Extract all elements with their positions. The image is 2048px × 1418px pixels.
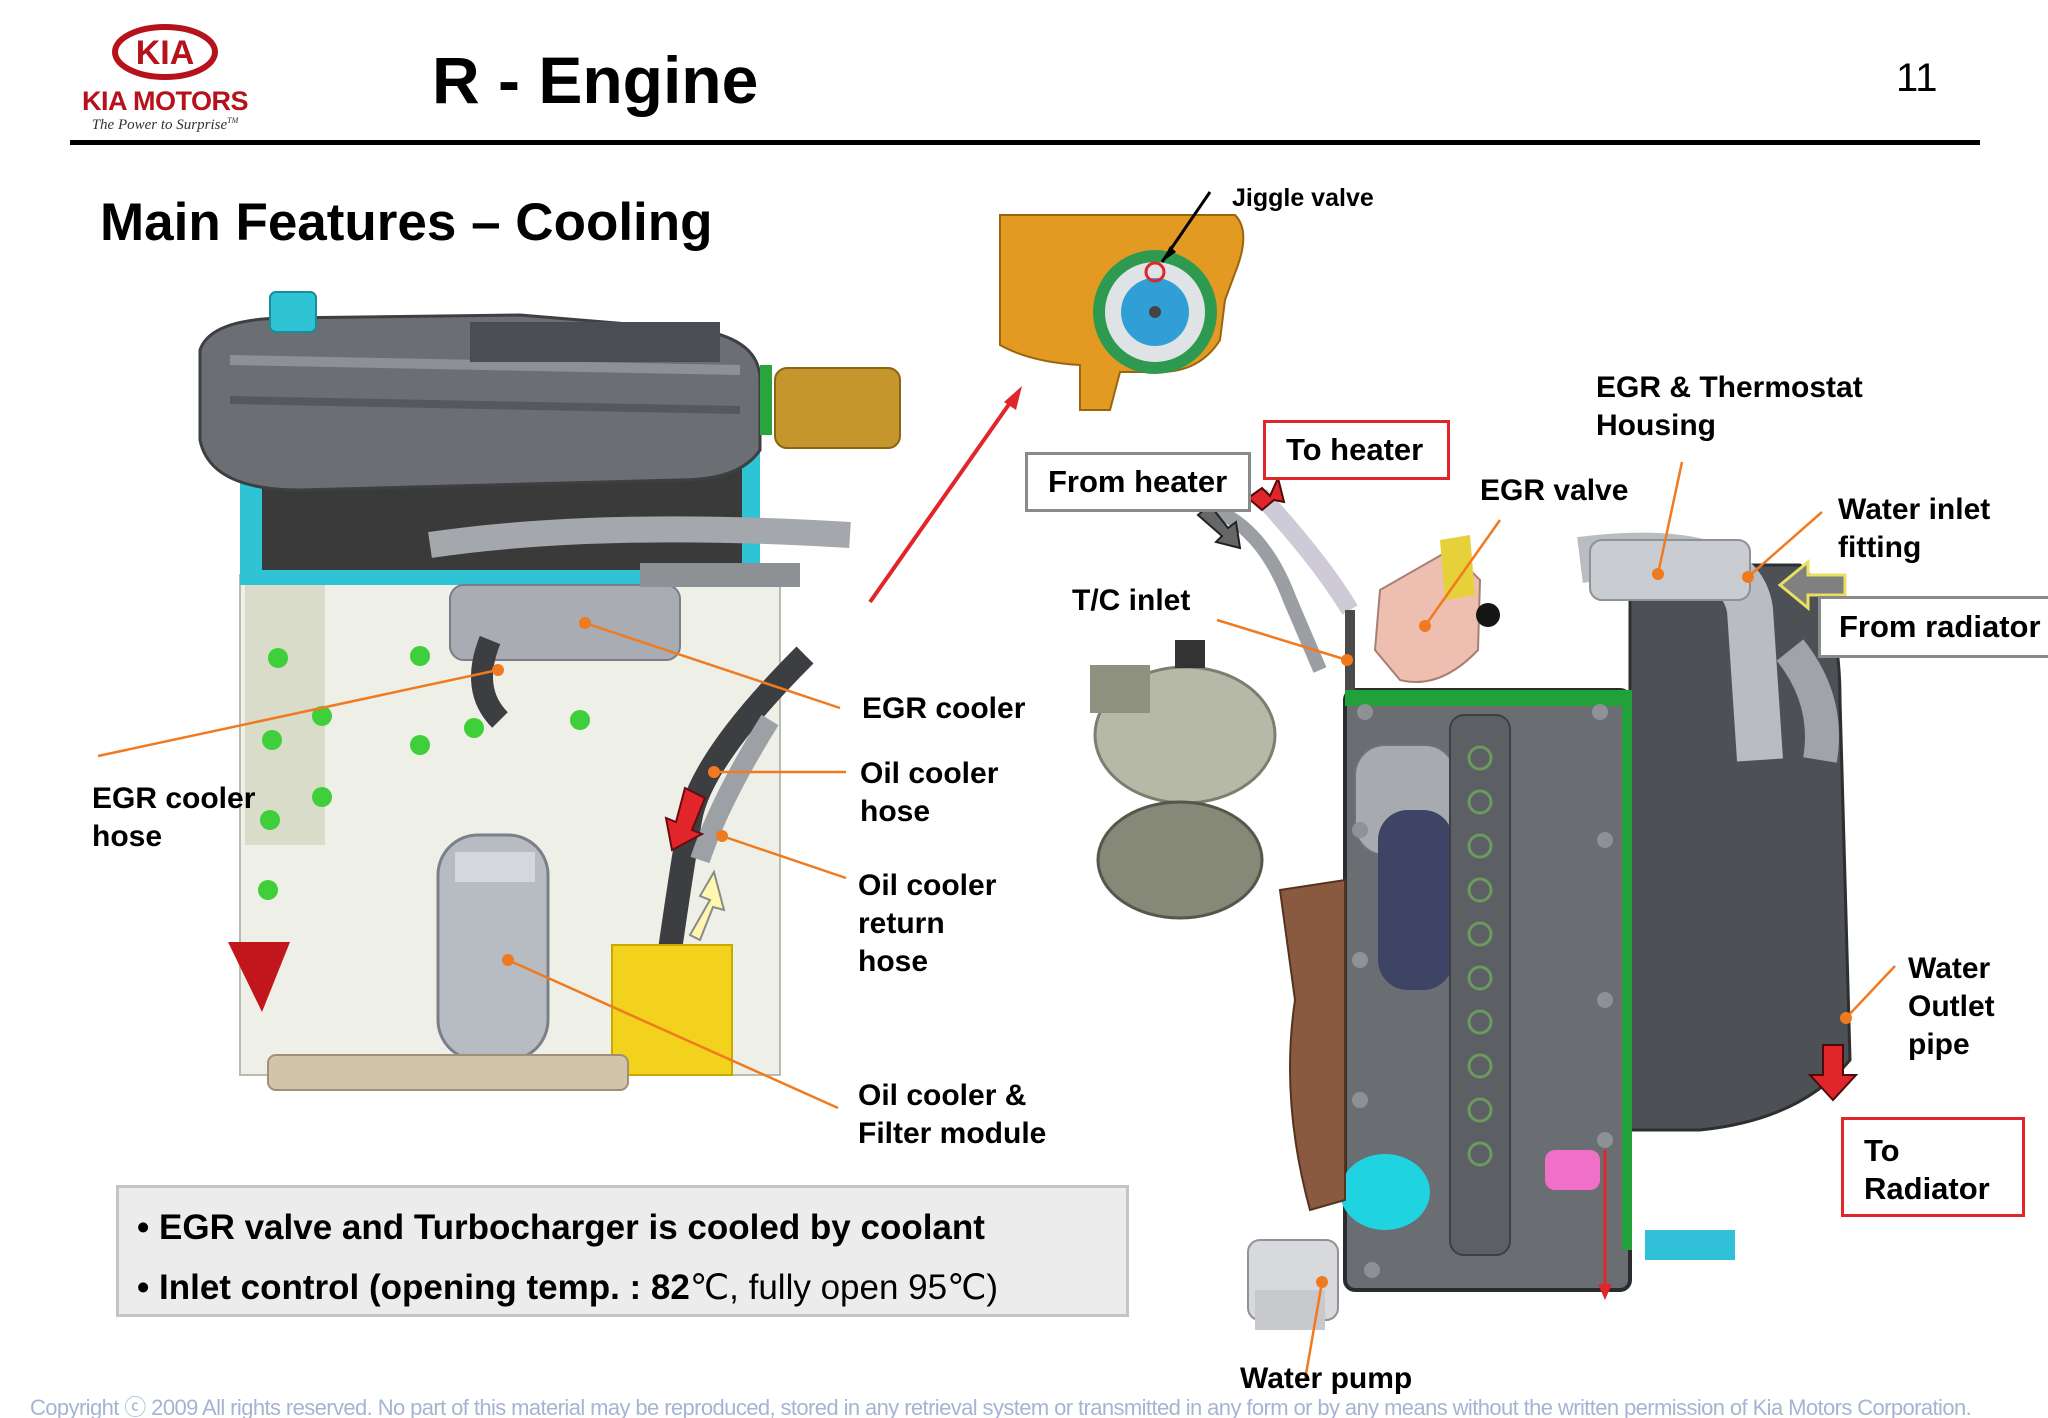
kia-oval-icon: KIA <box>112 24 218 80</box>
note-line-2: • Inlet control (opening temp. : 82℃, fu… <box>137 1258 1108 1318</box>
note-1-text: EGR valve and Turbocharger is cooled by … <box>159 1208 985 1247</box>
note-2-bold-text: Inlet control (opening temp. : 82 <box>159 1268 690 1307</box>
note-line-1: • EGR valve and Turbocharger is cooled b… <box>137 1198 1108 1258</box>
label-egr-cooler: EGR cooler <box>862 692 1026 725</box>
bullet: • <box>137 1208 150 1247</box>
section-title: Main Features – Cooling <box>100 193 713 252</box>
svg-text:KIA: KIA <box>136 34 195 72</box>
label-jiggle-valve: Jiggle valve <box>1232 184 1374 212</box>
bullet: • <box>137 1268 150 1307</box>
logo-wordmark: KIA MOTORS <box>81 86 249 116</box>
label-water-inlet-fitting: Water inlet fitting <box>1838 493 1991 564</box>
to-heater-box: To heater <box>1263 420 1450 480</box>
logo-tagline: The Power to SurpriseTM <box>91 116 239 133</box>
label-oil-cooler-filter-module: Oil cooler & Filter module <box>858 1079 1047 1150</box>
label-oil-cooler-hose: Oil cooler hose <box>860 757 999 828</box>
from-heater-box: From heater <box>1025 452 1251 512</box>
from-radiator-box: From radiator <box>1818 596 2048 658</box>
notes-box: • EGR valve and Turbocharger is cooled b… <box>116 1185 1129 1317</box>
label-oil-cooler-return-hose: Oil cooler return hose <box>858 869 997 978</box>
copyright-notice: Copyright ⓒ 2009 All rights reserved. No… <box>30 1395 1972 1418</box>
leader-dots <box>492 568 1852 1288</box>
label-egr-valve: EGR valve <box>1480 474 1629 507</box>
label-egr-thermostat-housing: EGR & Thermostat Housing <box>1596 371 1863 442</box>
kia-logo: KIA KIA MOTORS The Power to SurpriseTM <box>70 22 260 140</box>
header-divider <box>70 140 1980 145</box>
label-water-pump: Water pump <box>1240 1362 1413 1395</box>
thermostat-inset <box>999 191 1245 411</box>
right-engine-view <box>1090 474 1859 1330</box>
slide-title: R - Engine <box>432 43 759 117</box>
leader-lines <box>97 461 1896 1381</box>
note-2-rest-text: ℃, fully open 95℃) <box>689 1268 999 1307</box>
left-engine-view <box>198 291 901 1091</box>
to-radiator-box: To Radiator <box>1841 1117 2025 1217</box>
label-tc-inlet: T/C inlet <box>1072 584 1191 617</box>
label-water-outlet-pipe: Water Outlet pipe <box>1908 952 1995 1061</box>
page-number: 11 <box>1896 56 1938 100</box>
label-egr-cooler-hose: EGR cooler hose <box>92 782 256 853</box>
